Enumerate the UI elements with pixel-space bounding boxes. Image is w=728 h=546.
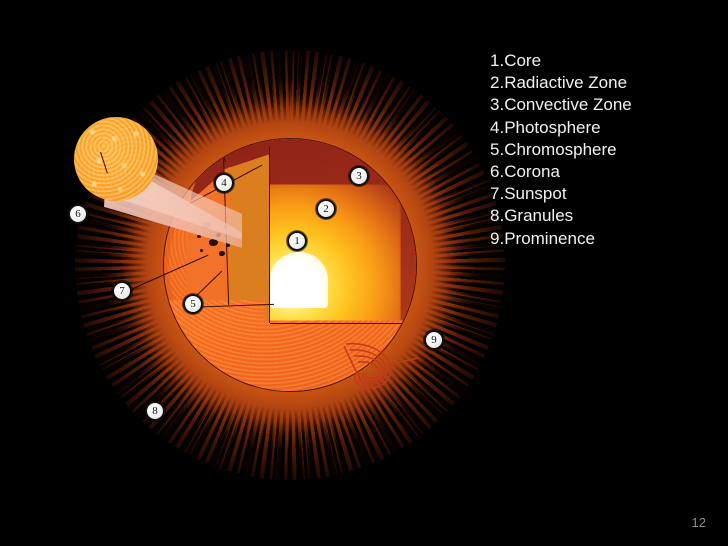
legend-num-9: 9. (490, 228, 505, 248)
cut-edge-line-2 (269, 147, 270, 323)
legend-item-1: 1.Core (490, 50, 720, 72)
legend-num-4: 4. (490, 117, 505, 137)
legend-label-8: Granules (504, 206, 574, 226)
legend-num-5: 5. (490, 139, 505, 159)
legend-item-2: 2.Radiactive Zone (490, 72, 720, 94)
legend-num-8: 8. (490, 206, 505, 226)
marker-7-sunspot[interactable]: 7 (112, 281, 132, 301)
legend-label-2: Radiactive Zone (504, 73, 628, 93)
marker-9-prominence[interactable]: 9 (424, 330, 444, 350)
legend-num-6: 6. (490, 162, 505, 182)
legend-label-7: Sunspot (504, 184, 567, 204)
core-layer (269, 252, 328, 308)
legend-item-7: 7.Sunspot (490, 183, 720, 205)
sunspot-8 (200, 249, 203, 252)
legend-item-8: 8.Granules (490, 205, 720, 227)
legend-item-6: 6.Corona (490, 161, 720, 183)
legend-item-4: 4.Photosphere (490, 117, 720, 139)
marker-5-chromosphere[interactable]: 5 (183, 294, 203, 314)
legend-item-5: 5.Chromosphere (490, 139, 720, 161)
marker-1-core[interactable]: 1 (287, 231, 307, 251)
sunspot-5 (226, 243, 230, 247)
legend-num-3: 3. (490, 95, 505, 115)
legend-label-9: Prominence (504, 228, 595, 248)
marker-6-corona[interactable]: 6 (68, 204, 88, 224)
sunspot-4 (209, 239, 218, 246)
legend-num-7: 7. (490, 184, 505, 204)
cut-edge-line-5 (270, 323, 416, 324)
legend-num-2: 2. (490, 73, 505, 93)
legend-label-1: Core (504, 51, 542, 70)
legend-label-4: Photosphere (504, 117, 601, 137)
legend-item-3: 3.Convective Zone (490, 94, 720, 116)
legend-label-6: Corona (504, 162, 560, 182)
prominence-loops (343, 342, 419, 393)
sunspot-7 (219, 251, 225, 256)
marker-4-photosphere[interactable]: 4 (214, 173, 234, 193)
legend-list: 1.Core 2.Radiactive Zone 3.Convective Zo… (490, 50, 720, 250)
sunspot-6 (197, 235, 201, 238)
legend-label-5: Chromosphere (504, 139, 617, 159)
legend-label-3: Convective Zone (504, 95, 632, 115)
marker-3-convective-zone[interactable]: 3 (349, 166, 369, 186)
marker-8-granules[interactable]: 8 (145, 401, 165, 421)
page-number: 12 (691, 515, 706, 530)
legend-num-1: 1. (490, 51, 505, 70)
legend-item-9: 9.Prominence (490, 228, 720, 250)
marker-2-radiactive-zone[interactable]: 2 (316, 199, 336, 219)
granules-magnifier-circle (74, 117, 158, 201)
